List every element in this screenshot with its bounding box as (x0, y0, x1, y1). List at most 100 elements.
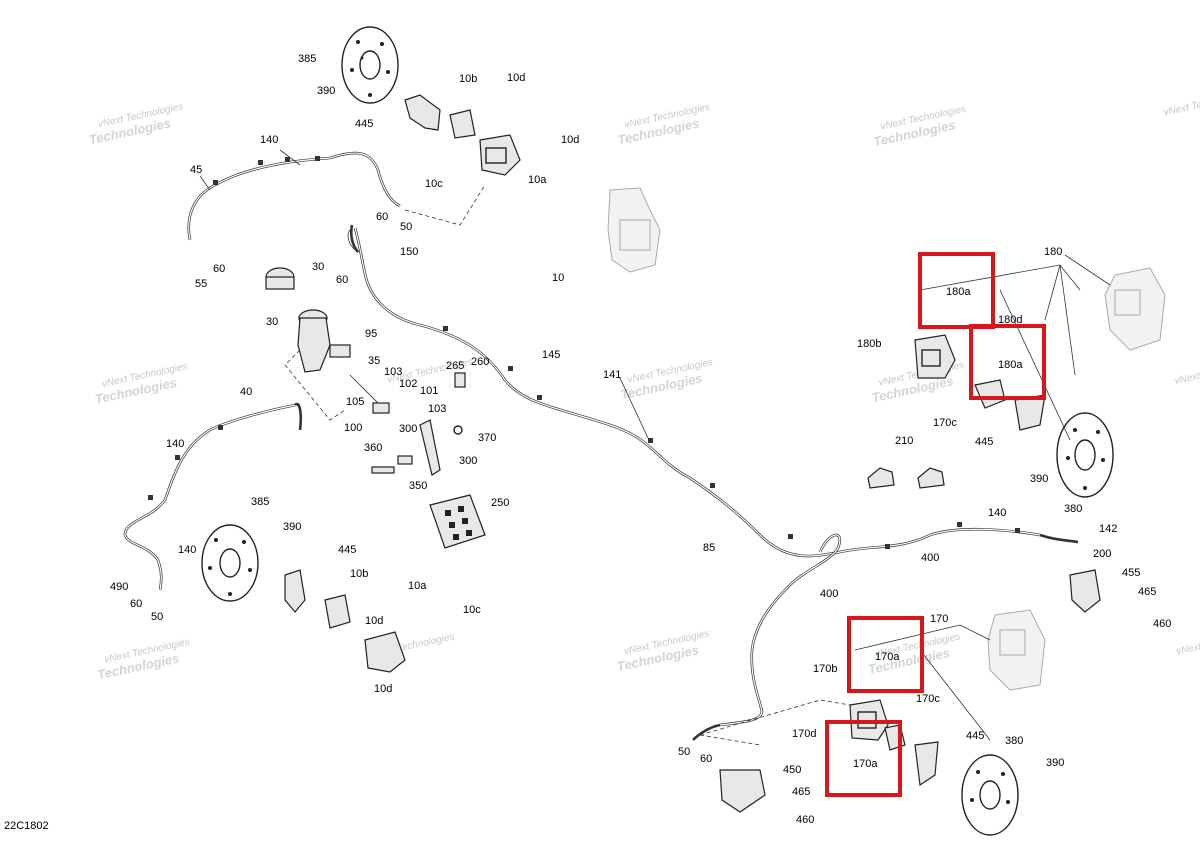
part-label-145: 145 (542, 349, 560, 361)
line-clips (148, 156, 1020, 549)
part-labels: 385 390 445 10b 10d 10d 10c 10a 140 45 6… (110, 53, 1171, 826)
part-label-10c: 10c (425, 178, 443, 190)
front-left-disc-385 (341, 26, 399, 104)
part-label-455: 455 (1122, 567, 1140, 579)
part-label-400: 400 (921, 552, 939, 564)
part-label-102: 102 (399, 378, 417, 390)
clip (957, 522, 962, 527)
clip (648, 438, 653, 443)
part-label-170c: 170c (933, 417, 957, 429)
part-label-380: 380 (1064, 503, 1082, 515)
part-label-210: 210 (895, 435, 913, 447)
watermark: vNext Technologies (1163, 90, 1200, 119)
part-label-105: 105 (346, 396, 364, 408)
part-label-390: 390 (1030, 473, 1048, 485)
part-label-260: 260 (471, 356, 489, 368)
part-label-170c: 170c (916, 693, 940, 705)
pedal-linkage (349, 372, 466, 474)
clip (443, 326, 448, 331)
part-label-55: 55 (195, 278, 207, 290)
clip (1015, 528, 1020, 533)
part-label-60: 60 (700, 753, 712, 765)
brake-pedal (419, 419, 486, 549)
highlight-180a-upper (918, 252, 995, 329)
brake-lines (123, 151, 1079, 741)
part-label-370: 370 (478, 432, 496, 444)
part-label-140: 140 (178, 544, 196, 556)
part-label-465: 465 (1138, 586, 1156, 598)
part-label-141: 141 (603, 369, 621, 381)
highlight-boxes (825, 252, 1046, 797)
part-label-10d: 10d (507, 72, 525, 84)
part-label-385: 385 (251, 496, 269, 508)
front-left-brake-hose (187, 151, 401, 241)
ghost-caliper-170 (987, 609, 1046, 691)
part-label-390: 390 (283, 521, 301, 533)
part-label-10c: 10c (463, 604, 481, 616)
part-label-10d: 10d (374, 683, 392, 695)
diagram-id: 22C1802 (4, 820, 49, 832)
watermark: vNext Technologies (1174, 358, 1200, 387)
part-label-180a: 180a (998, 359, 1023, 371)
part-label-95: 95 (365, 328, 377, 340)
part-label-60: 60 (130, 598, 142, 610)
caliper-left-parts (284, 569, 406, 673)
caliper-180-exploded (914, 334, 1046, 431)
part-label-300: 300 (399, 423, 417, 435)
part-label-103: 103 (384, 366, 402, 378)
rear-right-brake-hose (1039, 533, 1079, 544)
part-label-50: 50 (151, 611, 163, 623)
part-label-101: 101 (420, 385, 438, 397)
brake-pads-210 (867, 467, 945, 489)
part-label-10d: 10d (561, 134, 579, 146)
part-label-170b: 170b (813, 663, 837, 675)
part-label-35: 35 (368, 355, 380, 367)
caliper-170-exploded (849, 699, 939, 787)
dashed-guides (284, 184, 851, 746)
part-label-45: 45 (190, 164, 202, 176)
highlight-170a-lower (825, 720, 902, 797)
clip (508, 366, 513, 371)
part-label-140: 140 (260, 134, 278, 146)
part-label-100: 100 (344, 422, 362, 434)
part-label-265: 265 (446, 360, 464, 372)
part-label-460: 460 (796, 814, 814, 826)
part-label-170a: 170a (875, 651, 900, 663)
rear-left-brake-line (719, 533, 841, 727)
highlight-170a-upper (847, 616, 924, 693)
part-label-10: 10 (552, 272, 564, 284)
part-label-10d: 10d (365, 615, 383, 627)
part-label-140: 140 (988, 507, 1006, 519)
part-label-445: 445 (338, 544, 356, 556)
part-label-465: 465 (792, 786, 810, 798)
part-label-140: 140 (166, 438, 184, 450)
part-label-390: 390 (317, 85, 335, 97)
part-label-30: 30 (312, 261, 324, 273)
caliper-bracket-top (404, 94, 521, 176)
master-cylinder (265, 267, 351, 373)
front-right-disc-385 (201, 524, 259, 602)
part-label-490: 490 (110, 581, 128, 593)
clip (175, 455, 180, 460)
front-disc-380-top (1056, 412, 1114, 498)
part-label-142: 142 (1099, 523, 1117, 535)
part-label-60: 60 (376, 211, 388, 223)
clip (148, 495, 153, 500)
clip (315, 156, 320, 161)
part-label-450: 450 (783, 764, 801, 776)
part-label-400: 400 (820, 588, 838, 600)
rear-disc-380 (961, 754, 1019, 836)
leader-lines (199, 149, 1111, 741)
part-label-40: 40 (240, 386, 252, 398)
part-label-10a: 10a (528, 174, 547, 186)
part-label-180b: 180b (857, 338, 881, 350)
part-label-10b: 10b (350, 568, 368, 580)
part-label-30: 30 (266, 316, 278, 328)
part-label-180: 180 (1044, 246, 1062, 258)
part-label-10b: 10b (459, 73, 477, 85)
part-label-150: 150 (400, 246, 418, 258)
clip (218, 425, 223, 430)
clip (710, 483, 715, 488)
